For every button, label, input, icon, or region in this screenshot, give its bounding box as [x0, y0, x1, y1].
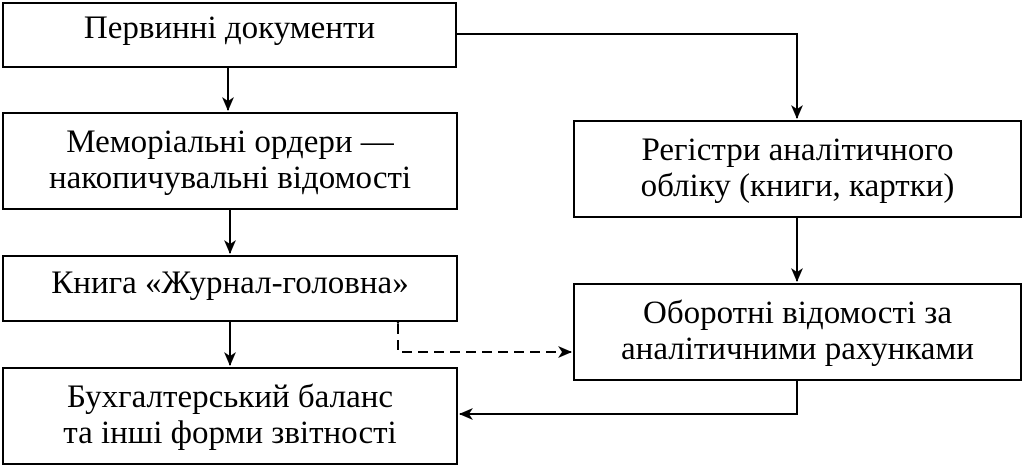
box-analytical-registers-line-1: Регістри аналітичного: [641, 132, 954, 168]
box-memorial-orders-line-2: накопичувальні відомості: [48, 160, 412, 196]
box-journal-ledger-line-1: Книга «Журнал-головна»: [51, 264, 409, 301]
box-turnover-statements-line-1: Оборотні відомості за: [643, 295, 952, 331]
box-memorial-orders-line-1: Меморіальні ордери —: [66, 124, 394, 160]
box-accounting-balance-line-2: та інші форми звітності: [63, 415, 397, 451]
box-memorial-orders: Меморіальні ордери — накопичувальні відо…: [2, 112, 458, 210]
box-accounting-balance-line-1: Бухгалтерський баланс: [66, 379, 394, 415]
box-accounting-balance: Бухгалтерський баланс та інші форми звіт…: [2, 367, 458, 465]
box-journal-ledger: Книга «Журнал-головна»: [2, 255, 458, 322]
box-analytical-registers-line-2: обліку (книги, картки): [640, 168, 955, 204]
box-primary-documents: Первинні документи: [2, 2, 457, 68]
arrow-turnover-to-balance: [459, 381, 798, 420]
box-turnover-statements: Оборотні відомості за аналітичними рахун…: [573, 283, 1022, 381]
box-turnover-statements-line-2: аналітичними рахунками: [621, 331, 974, 367]
arrow-primary-to-registers: [457, 33, 803, 119]
dashed-link-journal-turnover: [392, 311, 572, 358]
box-analytical-registers: Регістри аналітичного обліку (книги, кар…: [573, 120, 1022, 218]
box-primary-documents-line-1: Первинні документи: [83, 10, 376, 46]
